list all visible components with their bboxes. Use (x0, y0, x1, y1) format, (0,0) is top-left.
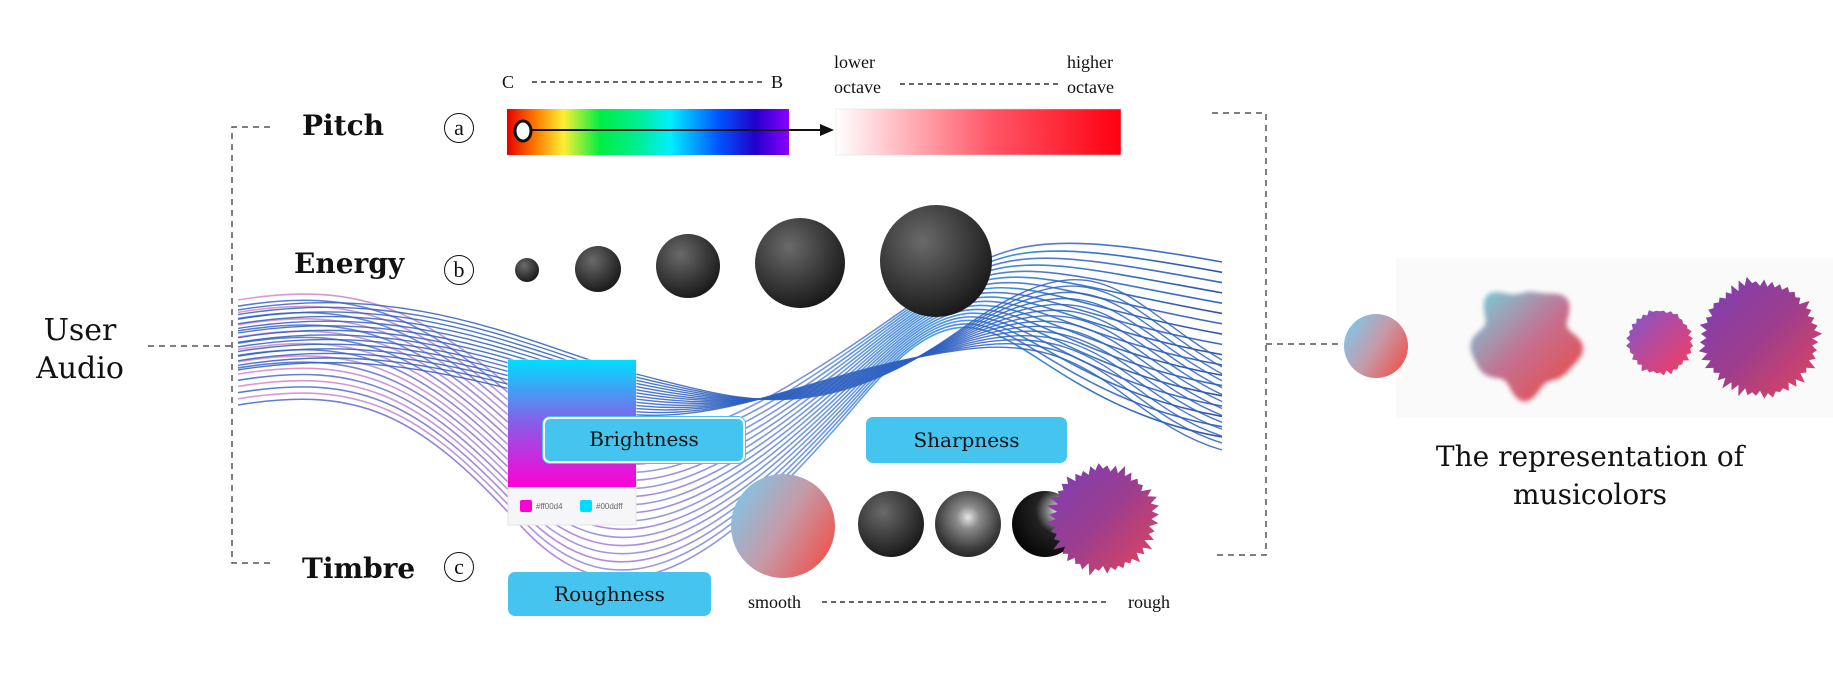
output-musicolor-1 (1344, 314, 1408, 378)
swatch-label: #ff00d4 (536, 501, 563, 511)
energy-sphere (515, 258, 539, 282)
output-musicolor-2 (1470, 291, 1584, 402)
octave-low-label: lower octave (834, 52, 881, 97)
roughness-start-label: smooth (748, 592, 802, 612)
pitch-marker-a: a (444, 113, 474, 143)
input-bracket (148, 126, 270, 564)
pitch-label: Pitch (302, 109, 385, 142)
pitch-to-octave-arrow (513, 119, 834, 143)
roughness-end-label: rough (1128, 592, 1170, 612)
pitch-start-note: C (502, 72, 515, 92)
swatch-color-box (520, 500, 532, 512)
timbre-marker-c: c (444, 552, 474, 582)
output-musicolor-4 (1698, 276, 1823, 399)
swatch-color-box (580, 500, 592, 512)
pitch-end-note: B (771, 72, 784, 92)
octave-lightness-bar (835, 108, 1122, 156)
output-caption: The representation of musicolors (1435, 440, 1745, 511)
dark-matte-sphere (858, 491, 924, 557)
output-bracket (1212, 112, 1340, 556)
timbre-label: Timbre (302, 552, 416, 585)
brightness-chip: Brightness (543, 417, 745, 463)
audio-feature-ribbons (237, 242, 1223, 579)
smooth-sphere (731, 474, 835, 578)
swatch-magenta: #ff00d4 (520, 500, 563, 512)
energy-sphere (656, 234, 720, 298)
sharpness-chip: Sharpness (866, 417, 1067, 463)
pitch-marker (513, 119, 533, 143)
rough-sphere (1046, 463, 1159, 576)
energy-sphere (575, 246, 621, 292)
roughness-chip: Roughness (508, 572, 711, 616)
energy-label: Energy (294, 247, 405, 280)
swatch-cyan: #00ddff (580, 500, 623, 512)
energy-sphere (755, 218, 845, 308)
pitch-hue-bar (507, 109, 789, 155)
energy-spheres (515, 205, 992, 317)
energy-sphere (880, 205, 992, 317)
swatch-label: #00ddff (596, 501, 623, 511)
output-musicolor-3 (1626, 310, 1693, 376)
dark-shiny-sphere (935, 491, 1001, 557)
input-label: User Audio (36, 313, 124, 386)
octave-high-label: higher octave (1067, 52, 1114, 97)
energy-marker-b: b (444, 255, 474, 285)
